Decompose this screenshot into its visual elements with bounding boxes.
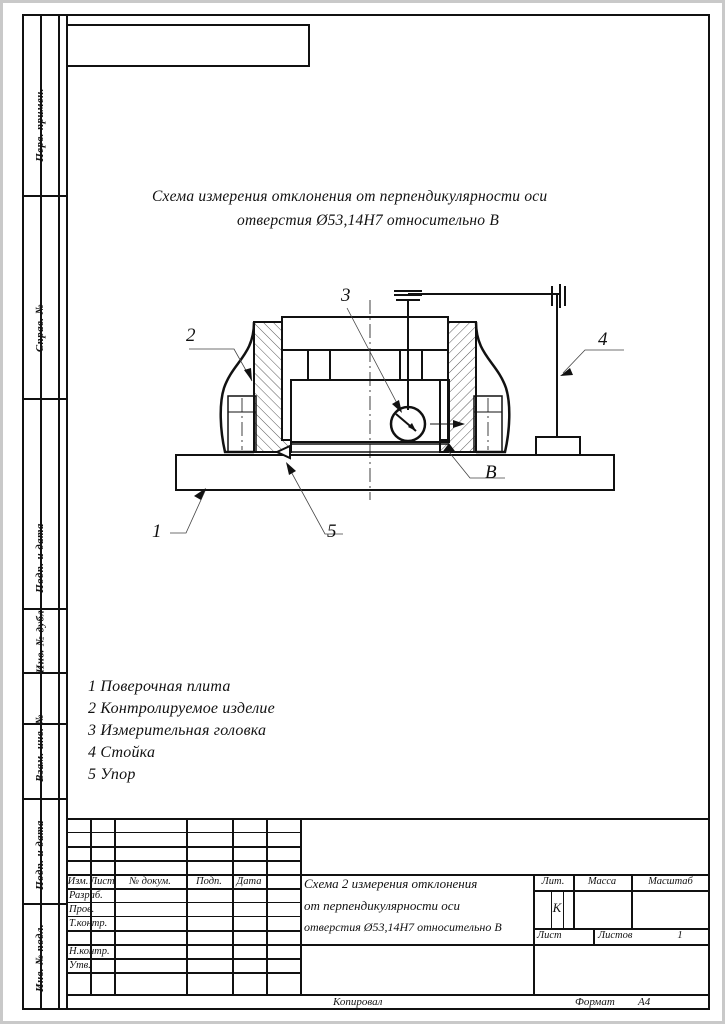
tb-row-line-a xyxy=(66,832,300,833)
tb-role-prov: Пров. xyxy=(69,904,95,915)
tb-row-line-h xyxy=(66,944,300,946)
tb-row-line-b xyxy=(66,846,300,848)
legend-item-4: 4 Стойка xyxy=(88,744,156,761)
tb-listov-value: 1 xyxy=(677,930,683,941)
tb-lit-header-line xyxy=(533,890,710,892)
leader-2 xyxy=(189,348,253,382)
tb-lit-value: К xyxy=(552,900,562,915)
tb-col-podp xyxy=(232,818,234,994)
tb-lit-sub-2 xyxy=(563,890,564,928)
sidebar-divider-3 xyxy=(66,14,68,1010)
tb-header-line xyxy=(66,888,300,890)
tb-lit-sub-1 xyxy=(551,890,552,928)
tb-drawing-name-line2: от перпендикулярности оси xyxy=(304,898,461,913)
balloon-3: 3 xyxy=(341,285,351,306)
balloon-1: 1 xyxy=(152,521,162,542)
topbox-right-edge xyxy=(308,24,310,67)
tb-col-header-list: Лист xyxy=(90,876,115,887)
tb-col-data xyxy=(266,818,268,994)
tb-masshtab-label: Масштаб xyxy=(648,876,693,887)
tb-col-list xyxy=(114,818,116,994)
legend-item-2: 2 Контролируемое изделие xyxy=(88,700,275,717)
legend-list: 1 Поверочная плита 2 Контролируемое изде… xyxy=(88,676,275,786)
sidebar-divider-1 xyxy=(40,14,42,1010)
sidebar-sep-5 xyxy=(22,723,66,725)
tb-list-label: Лист xyxy=(537,930,562,941)
sidebar-sep-4 xyxy=(22,672,66,674)
tb-col-header-data: Дата xyxy=(236,876,262,887)
tb-listov-label: Листов xyxy=(598,930,633,941)
footer-format-value: А4 xyxy=(638,996,651,1008)
balloon-5: 5 xyxy=(327,521,337,542)
scheme-title-line1: Схема измерения отклонения от перпендику… xyxy=(152,188,548,205)
tb-row-line-e xyxy=(66,902,300,903)
balloon-4: 4 xyxy=(598,329,608,350)
datum-b-label: В xyxy=(485,462,497,483)
tb-role-utv: Утв. xyxy=(69,960,91,971)
sidebar-sep-3 xyxy=(22,608,66,610)
leader-3 xyxy=(346,307,402,413)
stop-marker xyxy=(274,444,291,460)
tb-col-header-izm: Изм. xyxy=(67,876,89,887)
scheme-title-line2: отверстия Ø53,14Н7 относительно В xyxy=(237,212,499,229)
tb-row-line-g xyxy=(66,930,300,932)
tb-lit-label: Лит. xyxy=(541,876,565,887)
tb-row-line-i xyxy=(66,958,300,960)
balloon-2: 2 xyxy=(186,325,196,346)
stand xyxy=(408,284,581,456)
datum-b-marker xyxy=(442,443,505,479)
topbox-top-edge xyxy=(66,24,310,26)
footer-copied-label: Копировал xyxy=(333,996,383,1008)
base-plate xyxy=(175,454,615,491)
tb-name-bottom xyxy=(300,944,710,946)
tb-drawing-name-line3: отверстия Ø53,14Н7 относительно В xyxy=(304,920,502,934)
workpiece xyxy=(219,300,511,500)
tb-lit-col-1 xyxy=(573,874,575,928)
sidebar-sep-2 xyxy=(22,398,66,400)
legend-item-5: 5 Упор xyxy=(88,766,136,783)
tb-role-razrab: Разраб. xyxy=(69,890,103,901)
sidebar-sep-6 xyxy=(22,798,66,800)
tb-drawing-name-line1: Схема 2 измерения отклонения xyxy=(304,876,478,891)
sidebar-sep-7 xyxy=(22,903,66,905)
tb-col-name-left xyxy=(300,818,302,994)
leader-4 xyxy=(560,349,624,376)
legend-item-1: 1 Поверочная плита xyxy=(88,678,231,695)
dial-indicator xyxy=(389,290,465,443)
tb-row-line-f xyxy=(66,916,300,917)
tb-top-edge xyxy=(66,818,710,820)
sidebar-divider-2 xyxy=(58,14,60,1010)
tb-bottom-strip xyxy=(66,994,710,996)
topbox-bottom-edge xyxy=(66,65,310,67)
tb-role-nkontr: Н.контр. xyxy=(69,946,110,957)
tb-col-header-dokum: № докум. xyxy=(129,876,171,887)
tb-row-line-d xyxy=(66,874,300,876)
tb-right-block-left xyxy=(533,874,535,994)
tb-col-izm xyxy=(90,818,92,994)
tb-row-line-c xyxy=(66,860,300,862)
tb-role-tkontr: Т.контр. xyxy=(69,918,108,929)
tb-list-divider xyxy=(593,928,595,944)
tb-col-dokum xyxy=(186,818,188,994)
drawing-frame xyxy=(22,14,710,1010)
tb-massa-label: Масса xyxy=(587,876,617,887)
tb-name-top xyxy=(300,874,710,876)
legend-item-3: 3 Измерительная головка xyxy=(88,722,267,739)
tb-lit-col-2 xyxy=(631,874,633,928)
sidebar-sep-1 xyxy=(22,195,66,197)
leader-5 xyxy=(286,462,343,535)
tb-row-line-j xyxy=(66,972,300,974)
tb-col-header-podp: Подп. xyxy=(196,876,222,887)
footer-format-label: Формат xyxy=(575,996,615,1008)
leader-1 xyxy=(170,488,206,534)
tb-lit-bottom-line xyxy=(533,928,710,930)
